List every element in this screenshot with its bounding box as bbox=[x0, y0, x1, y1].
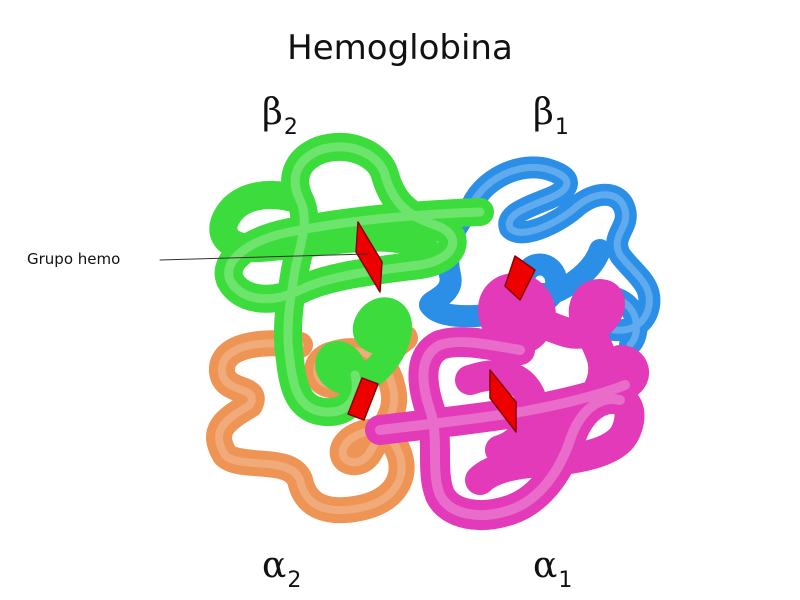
diagram-title: Hemoglobina bbox=[287, 28, 513, 68]
label-alpha2-letter: α bbox=[262, 545, 287, 586]
label-beta2-letter: β bbox=[262, 92, 283, 133]
beta2-tube bbox=[209, 132, 494, 427]
heme-group-beta1 bbox=[504, 255, 536, 301]
beta2-chain bbox=[209, 132, 494, 427]
alpha1-chain bbox=[365, 273, 649, 530]
heme-group-alpha2 bbox=[347, 377, 379, 421]
label-alpha1-letter: α bbox=[533, 545, 558, 586]
alpha1-tube-highlight bbox=[375, 337, 630, 520]
label-beta1: β1 bbox=[533, 92, 569, 140]
alpha1-tube bbox=[365, 273, 649, 530]
heme-groups bbox=[347, 221, 536, 433]
label-alpha2-index: 2 bbox=[287, 568, 302, 593]
heme-group-label: Grupo hemo bbox=[27, 250, 121, 268]
label-beta2: β2 bbox=[262, 92, 298, 140]
heme-group-beta2 bbox=[355, 221, 383, 293]
label-beta1-index: 1 bbox=[554, 115, 569, 140]
label-alpha1-index: 1 bbox=[558, 568, 573, 593]
label-beta1-letter: β bbox=[533, 92, 554, 133]
label-alpha1: α1 bbox=[533, 545, 572, 593]
label-beta2-index: 2 bbox=[283, 115, 298, 140]
beta2-tube-highlight bbox=[224, 142, 485, 417]
label-alpha2: α2 bbox=[262, 545, 301, 593]
heme-leader-line bbox=[159, 253, 369, 261]
heme-group-alpha1 bbox=[489, 369, 517, 433]
